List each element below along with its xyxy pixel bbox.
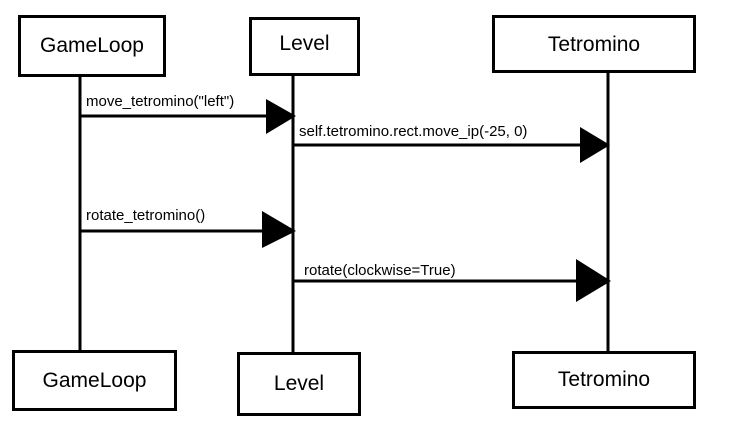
participant-label: GameLoop	[42, 368, 147, 392]
participant-label: Tetromino	[547, 33, 641, 56]
participant-tetromino-bottom: Tetromino	[512, 351, 696, 409]
message-label: self.tetromino.rect.move_ip(-25, 0)	[299, 123, 527, 140]
participant-label: Tetromino	[557, 368, 651, 391]
message-label: rotate(clockwise=True)	[304, 262, 456, 279]
arrowhead-icon	[262, 211, 296, 248]
participant-label: Level	[273, 372, 325, 395]
message-move-ip: self.tetromino.rect.move_ip(-25, 0)	[293, 123, 610, 163]
arrowhead-icon	[580, 127, 610, 163]
participant-level-top: Level	[249, 17, 360, 76]
participant-level-bottom: Level	[237, 352, 361, 416]
message-move-tetromino: move_tetromino("left")	[80, 93, 296, 134]
participant-label: Level	[279, 32, 330, 55]
participant-tetromino-top: Tetromino	[492, 15, 696, 73]
arrowhead-icon	[576, 259, 611, 302]
message-label: rotate_tetromino()	[86, 207, 205, 224]
arrowhead-icon	[266, 99, 296, 134]
message-rotate: rotate(clockwise=True)	[293, 259, 611, 302]
participant-gameloop-bottom: GameLoop	[12, 350, 177, 411]
participant-label: GameLoop	[40, 34, 144, 57]
message-rotate-tetromino: rotate_tetromino()	[80, 207, 296, 248]
participant-gameloop-top: GameLoop	[18, 15, 166, 77]
message-label: move_tetromino("left")	[86, 93, 234, 110]
